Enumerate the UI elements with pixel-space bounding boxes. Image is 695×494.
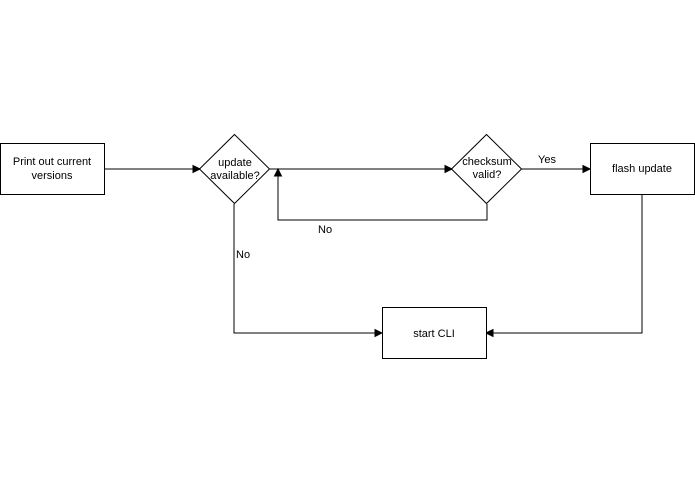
arrowhead-loop-back [273,167,283,177]
edge-update-no [233,204,375,334]
checksum-yes-label: Yes [538,154,556,166]
edges [104,164,643,338]
node-update-available: update available? [198,133,271,205]
update-no-label: No [236,249,250,261]
print-versions-label-line1: Print out current [13,156,91,168]
edge-labels: Yes No No [236,154,556,261]
flash-update-box [590,143,695,195]
start-cli-label: start CLI [413,328,455,340]
arrowhead-flash [582,164,592,174]
node-start-cli: start CLI [382,307,487,359]
checksum-no-label: No [318,224,332,236]
print-versions-box [0,143,105,195]
start-cli-box [382,307,487,359]
arrowhead-cli-left [374,328,384,338]
update-available-label-line1: update [218,157,252,169]
checksum-valid-diamond [450,133,523,205]
print-versions-label-line2: versions [32,170,73,182]
checksum-valid-label-line1: checksum [462,156,512,168]
arrowhead-update [192,164,202,174]
node-checksum-valid: checksum valid? [450,133,523,205]
node-flash-update: flash update [590,143,695,195]
arrowhead-checksum [444,164,454,174]
edge-flash-to-cli [493,195,643,334]
arrowhead-cli-right [484,328,494,338]
update-available-label-line2: available? [210,170,260,182]
node-print-versions: Print out current versions [0,143,105,195]
update-available-diamond [198,133,271,205]
edge-checksum-no-loop [277,176,488,221]
flash-update-label: flash update [612,163,672,175]
checksum-valid-label-line2: valid? [473,169,502,181]
